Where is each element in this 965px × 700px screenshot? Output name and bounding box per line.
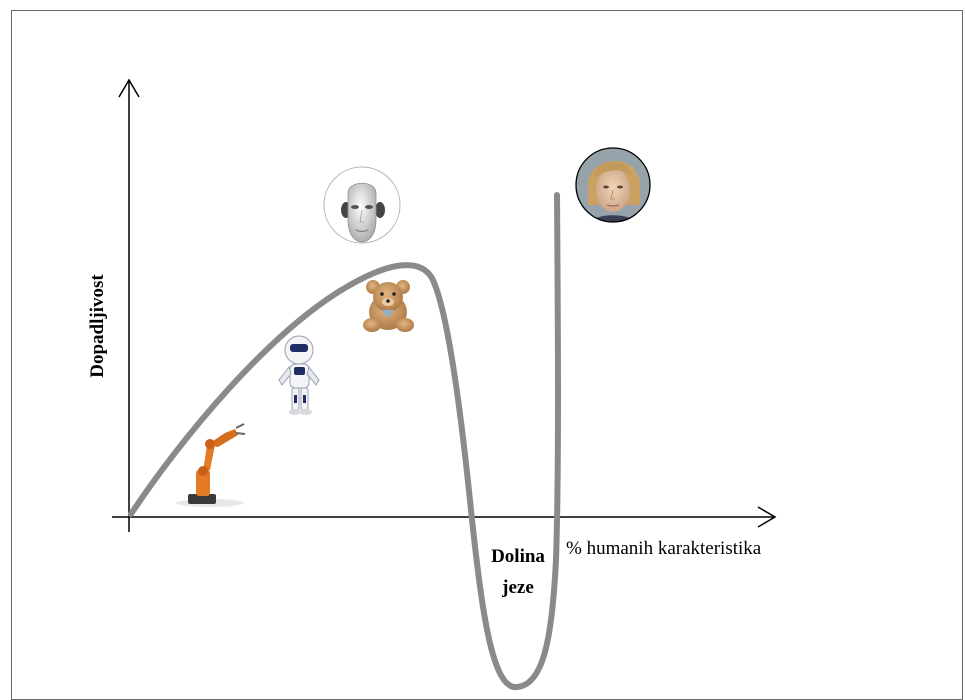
x-axis xyxy=(112,507,775,527)
uncanny-valley-curve xyxy=(131,195,558,687)
human-face-photo-icon xyxy=(576,148,650,225)
uncanny-valley-label: Dolina jeze xyxy=(478,541,558,603)
y-axis-label: Dopadljivost xyxy=(87,226,109,426)
x-axis-label: % humanih karakteristika xyxy=(566,538,761,560)
y-axis xyxy=(119,80,139,532)
valley-label-line2: jeze xyxy=(478,572,558,603)
valley-label-line1: Dolina xyxy=(478,541,558,572)
android-mask-face-icon xyxy=(324,167,400,243)
teddy-bear-icon xyxy=(363,280,414,332)
humanoid-robot-icon xyxy=(279,336,319,415)
